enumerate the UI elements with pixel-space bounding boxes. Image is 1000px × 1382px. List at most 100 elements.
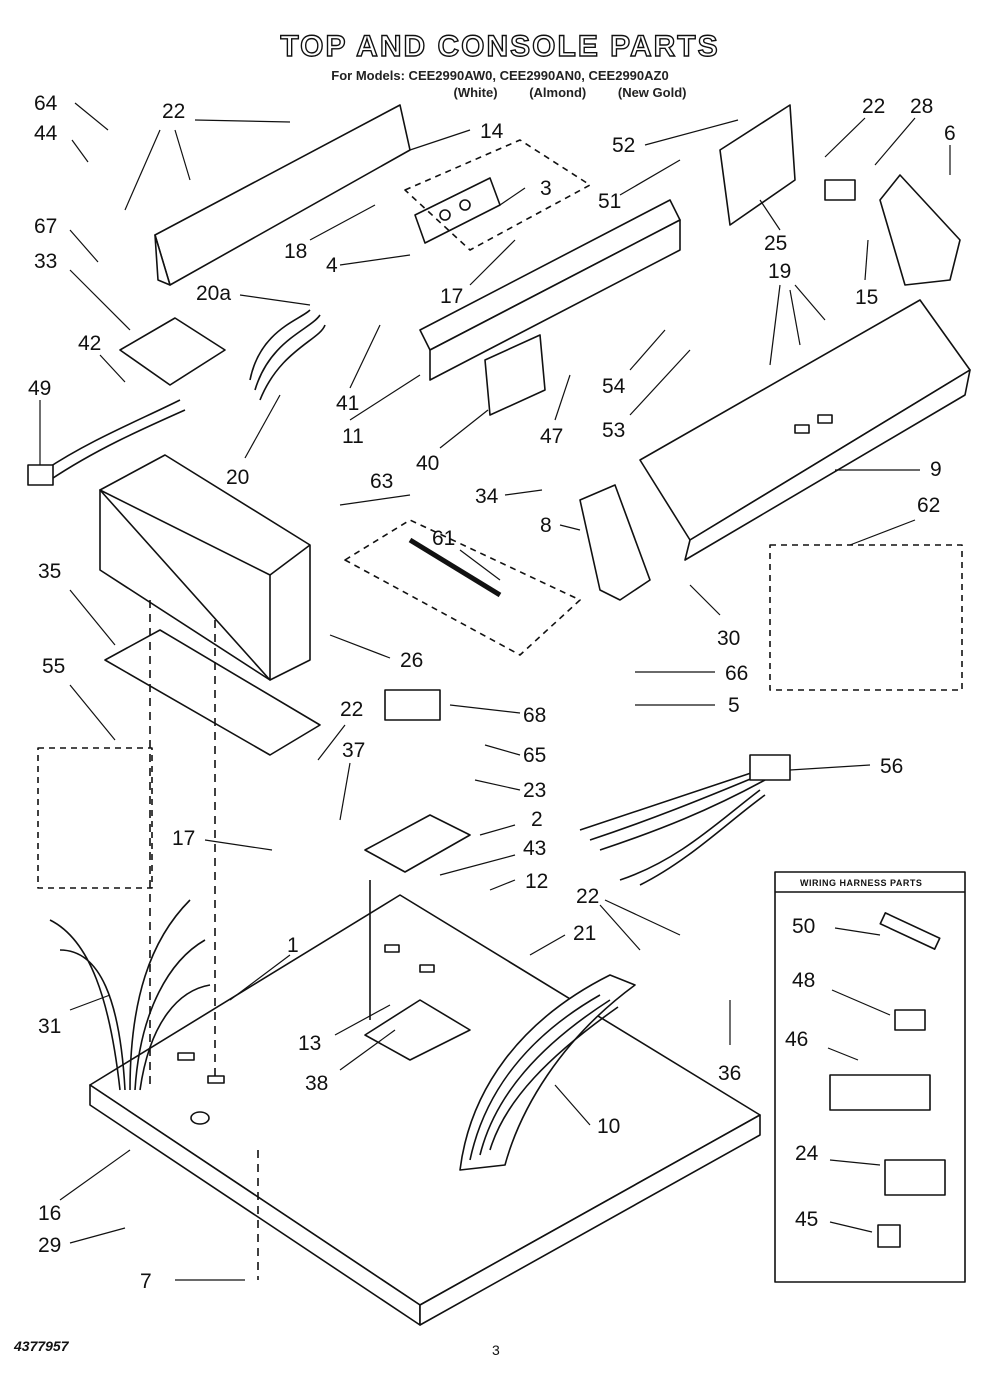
callout-41: 41 <box>336 392 359 415</box>
callout-42: 42 <box>78 332 101 355</box>
callout-36: 36 <box>718 1062 741 1085</box>
harness-plug <box>27 464 54 486</box>
cabinet-edge <box>99 489 271 681</box>
callout-34: 34 <box>475 485 499 508</box>
callout-22-right: 22 <box>862 95 885 118</box>
grille-line <box>489 1006 619 1151</box>
callout-35: 35 <box>38 560 61 583</box>
callout-55: 55 <box>42 655 65 678</box>
callout-15: 15 <box>855 286 878 309</box>
callout-10: 10 <box>597 1115 620 1138</box>
callout-66: 66 <box>725 662 748 685</box>
callout-38: 38 <box>305 1072 328 1095</box>
callout-23: 23 <box>523 779 546 802</box>
callout-16: 16 <box>38 1202 61 1225</box>
callout-68: 68 <box>523 704 546 727</box>
power-wire-harness <box>49 899 211 1091</box>
callout-11: 11 <box>342 425 364 448</box>
callout-20a: 20a <box>196 282 231 305</box>
base-slot <box>419 964 435 973</box>
main-wire-harness <box>579 769 766 886</box>
wire-bundle <box>249 309 326 401</box>
callout-26: 26 <box>400 649 423 672</box>
callouts: 64 44 67 33 42 49 22 14 18 4 3 17 20a 20… <box>28 92 956 1293</box>
callout-64: 64 <box>34 92 58 115</box>
switch-module <box>414 177 501 244</box>
callout-25: 25 <box>764 232 787 255</box>
console-cabinet <box>99 454 311 681</box>
timer-board <box>484 334 546 416</box>
color-white: (White) <box>453 85 498 100</box>
callout-40: 40 <box>416 452 439 475</box>
cabinet-edge <box>269 544 311 576</box>
grille-line <box>479 999 611 1156</box>
callout-21: 21 <box>573 922 596 945</box>
console-back-panel-edge <box>154 234 171 286</box>
callout-61: 61 <box>432 527 455 550</box>
harness-connector <box>749 754 791 781</box>
callout-67: 67 <box>34 215 57 238</box>
callout-49: 49 <box>28 377 51 400</box>
models-line: For Models: CEE2990AW0, CEE2990AN0, CEE2… <box>331 68 669 83</box>
callout-53: 53 <box>602 419 625 442</box>
page-number: 3 <box>492 1342 500 1358</box>
switch-knob <box>439 209 451 221</box>
callout-31: 31 <box>38 1015 61 1038</box>
callout-5: 5 <box>728 694 740 717</box>
console-end-cap <box>579 484 651 601</box>
group-55-box <box>37 747 153 889</box>
callout-22-low: 22 <box>576 885 599 908</box>
callout-37: 37 <box>342 739 365 762</box>
callout-28: 28 <box>910 95 933 118</box>
inset-title: WIRING HARNESS PARTS <box>800 878 922 888</box>
callout-9: 9 <box>930 458 942 481</box>
callout-4: 4 <box>326 254 338 277</box>
callout-8: 8 <box>540 514 552 537</box>
callout-29: 29 <box>38 1234 61 1257</box>
heater-strip <box>408 537 502 598</box>
callout-52: 52 <box>612 134 635 157</box>
terminal-block <box>824 179 856 201</box>
part-46-icon <box>829 1074 931 1111</box>
base-slot <box>207 1075 225 1084</box>
callout-65: 65 <box>523 744 546 767</box>
grille-line <box>469 994 601 1161</box>
callout-13: 13 <box>298 1032 321 1055</box>
part-24-icon <box>884 1159 946 1196</box>
part-48-icon <box>894 1009 926 1031</box>
color-new-gold: (New Gold) <box>617 85 687 100</box>
right-end-cap <box>879 174 961 286</box>
callout-18: 18 <box>284 240 307 263</box>
top-base-plate <box>89 894 761 1306</box>
callout-20: 20 <box>226 466 249 489</box>
lint-filter-grille <box>459 974 636 1171</box>
top-base-plate-edge-right <box>419 1114 761 1326</box>
document-code: 4377957 <box>14 1338 69 1354</box>
callout-6: 6 <box>944 122 956 145</box>
console-back-panel <box>154 104 411 286</box>
callout-22-top: 22 <box>162 100 185 123</box>
switch-knob <box>459 199 471 211</box>
callout-22-mid: 22 <box>340 698 363 721</box>
callout-62: 62 <box>917 494 940 517</box>
callout-33: 33 <box>34 250 57 273</box>
callout-54: 54 <box>602 375 626 398</box>
callout-3: 3 <box>540 177 552 200</box>
group-63-box <box>344 519 581 656</box>
fuse-holder <box>384 689 441 721</box>
callout-51: 51 <box>598 190 621 213</box>
console-front-panel-edge <box>684 369 971 561</box>
callout-1: 1 <box>287 934 299 957</box>
bracket-plate <box>119 317 226 386</box>
inset-label-24: 24 <box>795 1142 819 1165</box>
callout-7: 7 <box>140 1270 152 1293</box>
base-hole <box>190 1111 210 1125</box>
page-title: TOP AND CONSOLE PARTS <box>280 29 720 63</box>
color-variants: (White) (Almond) (New Gold) <box>70 85 1000 100</box>
group-14-box <box>404 139 591 251</box>
diagram-header: TOP AND CONSOLE PARTS For Models: CEE299… <box>0 29 1000 100</box>
callout-47: 47 <box>540 425 563 448</box>
callout-63: 63 <box>370 470 393 493</box>
panel-window <box>794 424 810 434</box>
